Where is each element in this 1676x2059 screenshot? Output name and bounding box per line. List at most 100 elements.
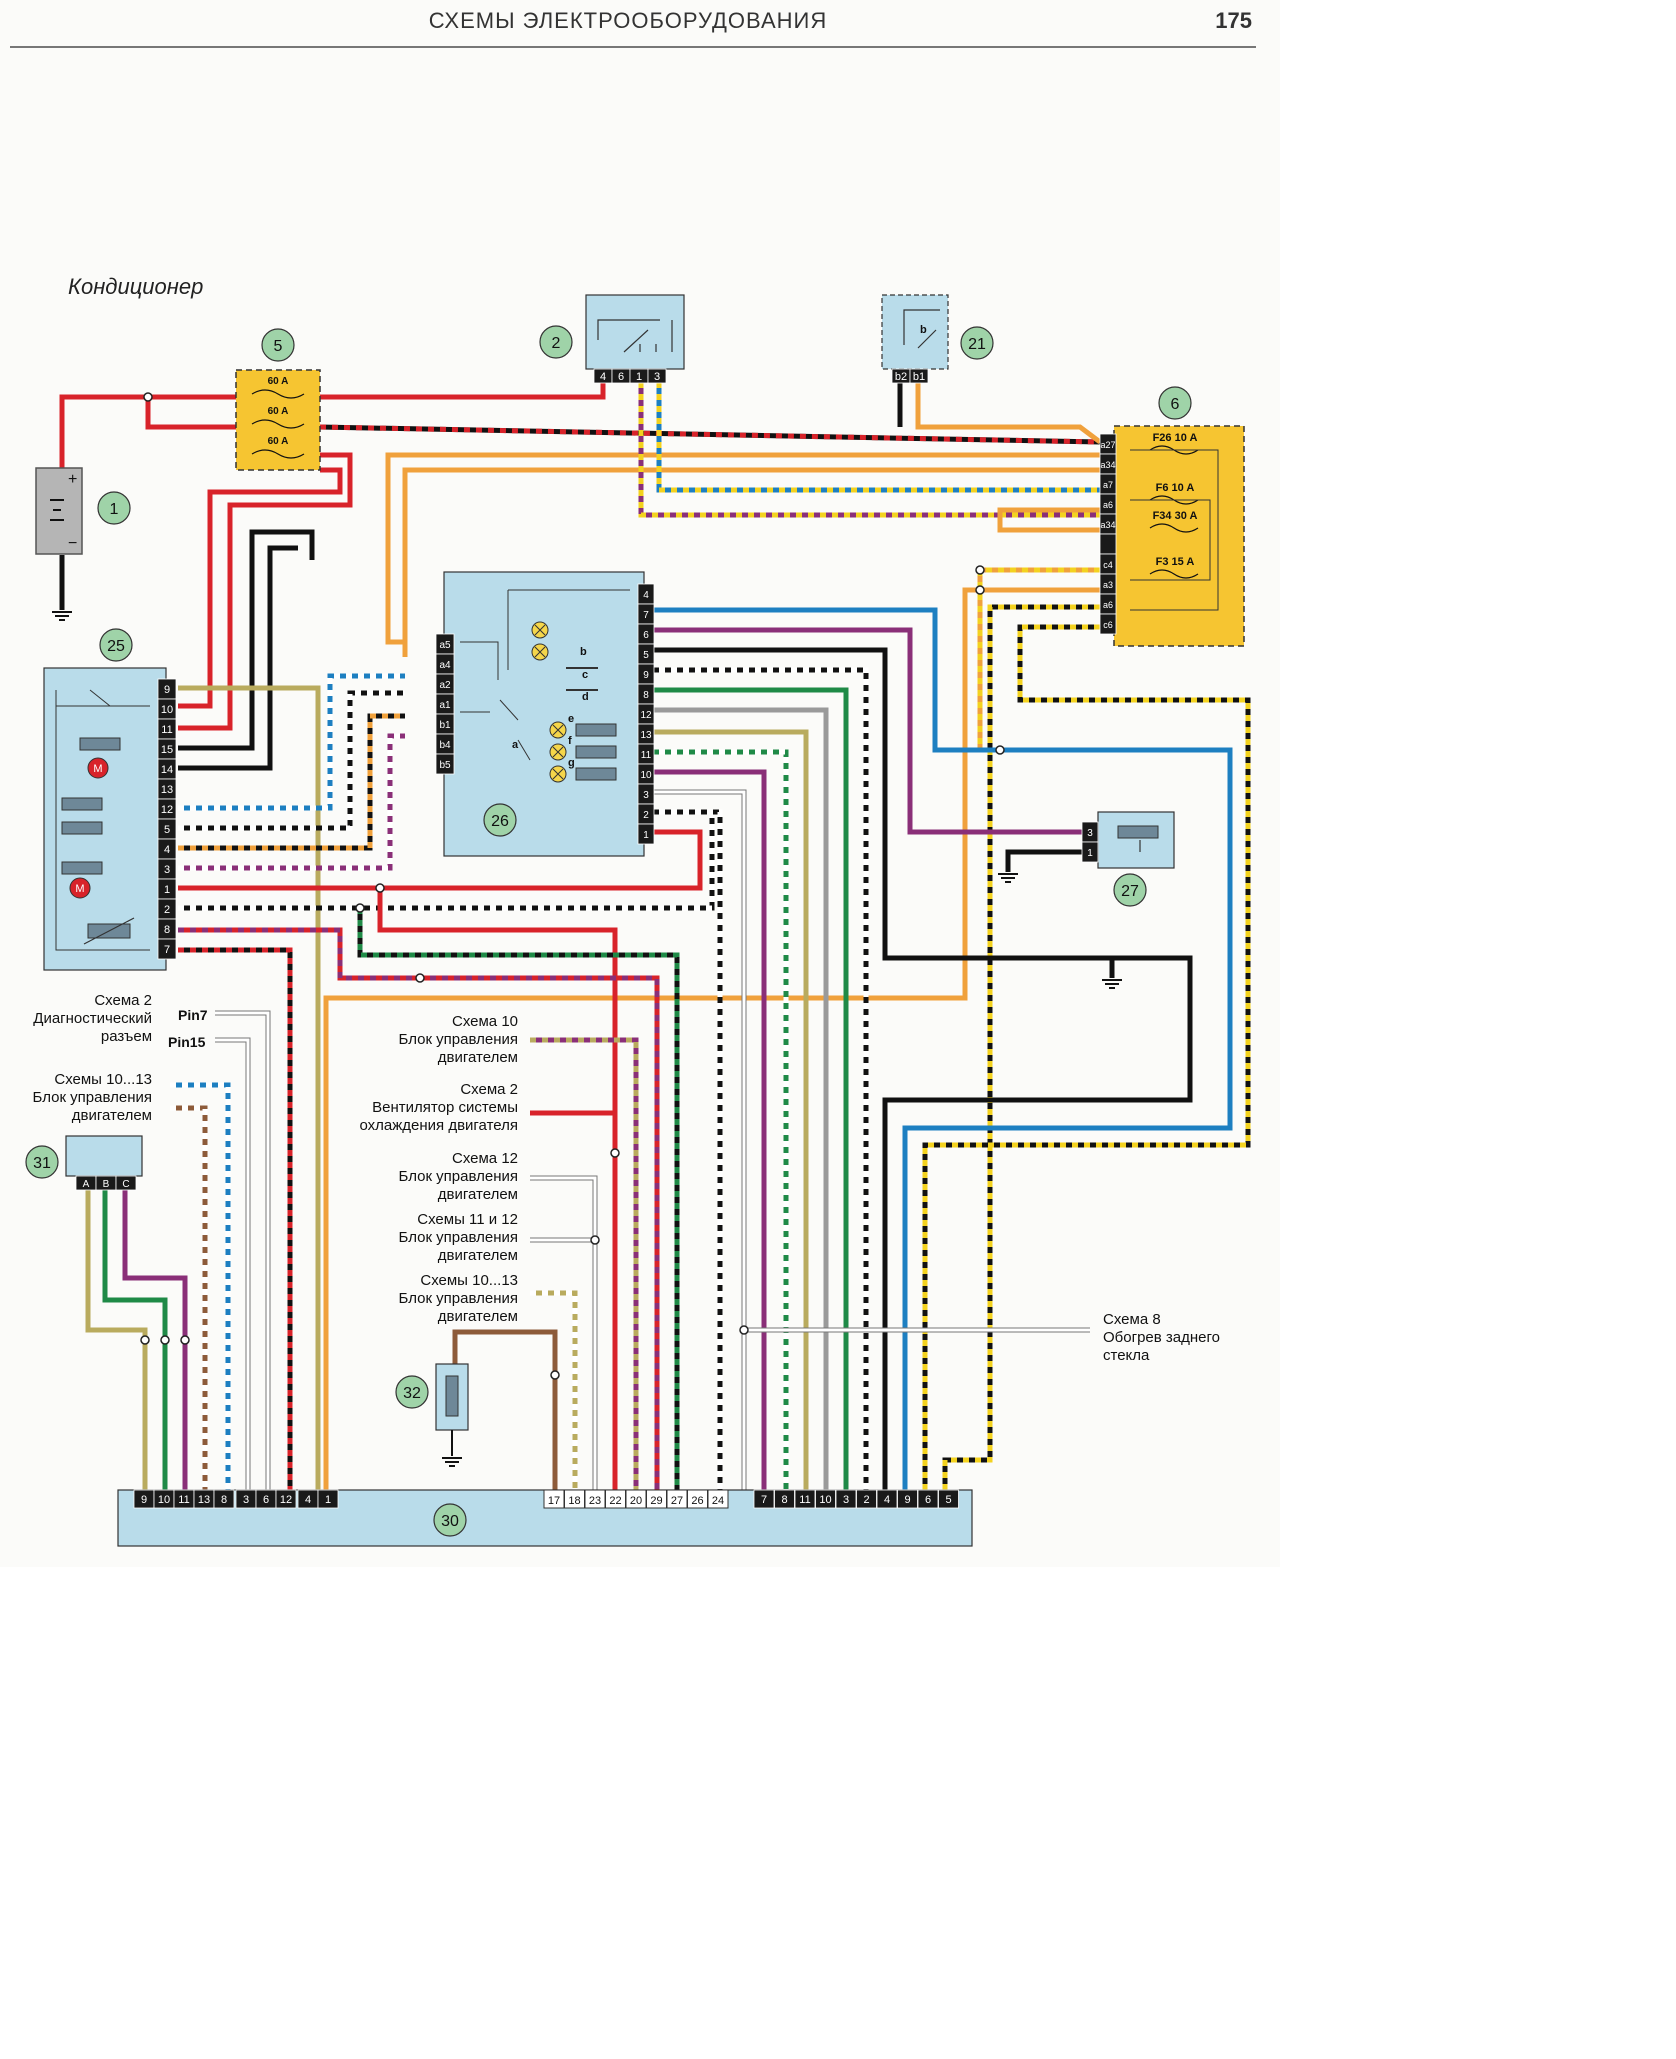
pin-label: 11 bbox=[799, 1494, 810, 1506]
wire-25-14-gnd bbox=[178, 545, 298, 771]
motor-label: M bbox=[93, 763, 102, 775]
fuse-icon bbox=[251, 389, 305, 399]
pin-label: 13 bbox=[198, 1494, 210, 1506]
pin-label: 1 bbox=[325, 1494, 331, 1506]
pin-label: 1 bbox=[643, 830, 649, 841]
motor-icon bbox=[69, 877, 91, 899]
wire-core bbox=[122, 1190, 188, 1498]
wire-core bbox=[922, 624, 1251, 1498]
callout-circle bbox=[99, 628, 133, 662]
pin-label: 1 bbox=[164, 884, 170, 896]
pin-label: a6 bbox=[1103, 600, 1113, 610]
junction-dot bbox=[610, 1148, 620, 1158]
wire-core bbox=[145, 397, 238, 430]
pin-label: 12 bbox=[640, 710, 652, 721]
page-number: 175 bbox=[1215, 8, 1252, 33]
wire-31-b bbox=[102, 1190, 168, 1498]
wire-core bbox=[452, 1329, 558, 1498]
wire-26-11 bbox=[647, 749, 789, 1498]
callout-number: 5 bbox=[274, 338, 283, 355]
label-scheme10-line2: Блок управления bbox=[398, 1031, 518, 1048]
wire-core bbox=[647, 687, 849, 1498]
pin-label: 3 bbox=[654, 371, 660, 383]
pin-label: a5 bbox=[439, 640, 451, 651]
pin-label: 6 bbox=[925, 1494, 931, 1506]
label-scheme11-12-line2: Блок управления bbox=[398, 1229, 518, 1246]
fuse-label: 60 A bbox=[268, 376, 289, 387]
pin-label: 8 bbox=[164, 924, 170, 936]
wire-31-a bbox=[85, 1190, 148, 1498]
pin-cell bbox=[115, 1175, 137, 1191]
callout-circle bbox=[25, 1145, 59, 1179]
control-unit-26 bbox=[443, 571, 645, 857]
callout-circle bbox=[97, 491, 131, 525]
wire-26-7-blue bbox=[647, 607, 1233, 1498]
pin-cell bbox=[435, 753, 455, 775]
wire-core bbox=[178, 685, 321, 1498]
wire-core bbox=[170, 1105, 208, 1498]
label-scheme8-line2: Обогрев заднего bbox=[1103, 1329, 1220, 1346]
pin-label: B bbox=[103, 1179, 110, 1190]
fuse-label: 60 A bbox=[268, 406, 289, 417]
junction-dot bbox=[160, 1335, 170, 1345]
wire-31-c bbox=[122, 1190, 188, 1498]
pin-cell bbox=[275, 1489, 297, 1509]
wire-outline bbox=[530, 1175, 598, 1498]
wire-25-9 bbox=[178, 685, 321, 1498]
pin-cell bbox=[938, 1489, 959, 1509]
sensor-27 bbox=[1097, 811, 1175, 869]
wire-core bbox=[647, 707, 829, 1498]
junction-dot bbox=[143, 392, 153, 402]
lamp-cross bbox=[552, 768, 564, 780]
wire-stripe bbox=[647, 809, 723, 1498]
pin-label: 12 bbox=[280, 1494, 292, 1506]
junction-dot bbox=[550, 1370, 560, 1380]
wire-stripe bbox=[977, 567, 1100, 753]
wire-core bbox=[638, 382, 1100, 518]
label-scheme2-fan: Схема 2 Вентилятор системы охлаждения дв… bbox=[359, 1081, 518, 1135]
pin-label: 22 bbox=[609, 1495, 621, 1507]
fuse-label: F26 10 A bbox=[1153, 432, 1198, 444]
wire-25-8 bbox=[178, 927, 660, 1498]
pin-label: 7 bbox=[164, 944, 170, 956]
callout-number: 6 bbox=[1171, 396, 1180, 413]
battery-plus: + bbox=[68, 471, 77, 488]
wire-core bbox=[977, 567, 1100, 753]
wire-box6-a3-long bbox=[323, 587, 1100, 1498]
wire-core bbox=[178, 829, 703, 891]
wire-stripe bbox=[942, 604, 1100, 1498]
pin-cell bbox=[647, 368, 667, 384]
label-scheme10-13b-line1: Схемы 10...13 bbox=[420, 1272, 518, 1289]
wire-core bbox=[59, 394, 238, 468]
callout-circle bbox=[483, 803, 517, 837]
callout-number: 2 bbox=[552, 335, 561, 352]
pin-cell bbox=[1099, 533, 1117, 555]
pin-label: c6 bbox=[1103, 620, 1113, 630]
wire-relay2-1 bbox=[638, 382, 1100, 518]
lamp-cross bbox=[534, 646, 546, 658]
label-scheme12: Схема 12 Блок управления двигателем bbox=[399, 1150, 518, 1204]
callout-circle bbox=[1113, 873, 1147, 907]
pin-cell bbox=[1081, 841, 1099, 863]
wire-core bbox=[85, 1190, 148, 1498]
junction-dot bbox=[375, 883, 385, 893]
contact-letter: g bbox=[568, 757, 575, 769]
wire-s2-fan bbox=[530, 1110, 618, 1498]
wires-layer bbox=[59, 382, 1251, 1498]
label-scheme10-13b-line2: Блок управления bbox=[398, 1290, 518, 1307]
pin-cell bbox=[876, 1489, 898, 1509]
wire-21-b1 bbox=[915, 382, 1102, 444]
wire-core bbox=[647, 790, 746, 1498]
pin-cell bbox=[835, 1489, 857, 1509]
wire-core bbox=[170, 1082, 231, 1498]
callout-circle bbox=[1158, 386, 1192, 420]
pin-cell bbox=[637, 823, 655, 845]
wire-core bbox=[530, 1110, 618, 1498]
wire-26-13-olive bbox=[647, 729, 809, 1498]
wire-25-2-down bbox=[357, 908, 680, 1498]
battery-minus: − bbox=[68, 535, 77, 552]
diagram-page: { "header": {"title": "СХЕМЫ ЭЛЕКТРООБОР… bbox=[10, 8, 1256, 1547]
pin-label: a4 bbox=[439, 660, 451, 671]
label-diag-line2: Диагностический bbox=[33, 1010, 152, 1027]
